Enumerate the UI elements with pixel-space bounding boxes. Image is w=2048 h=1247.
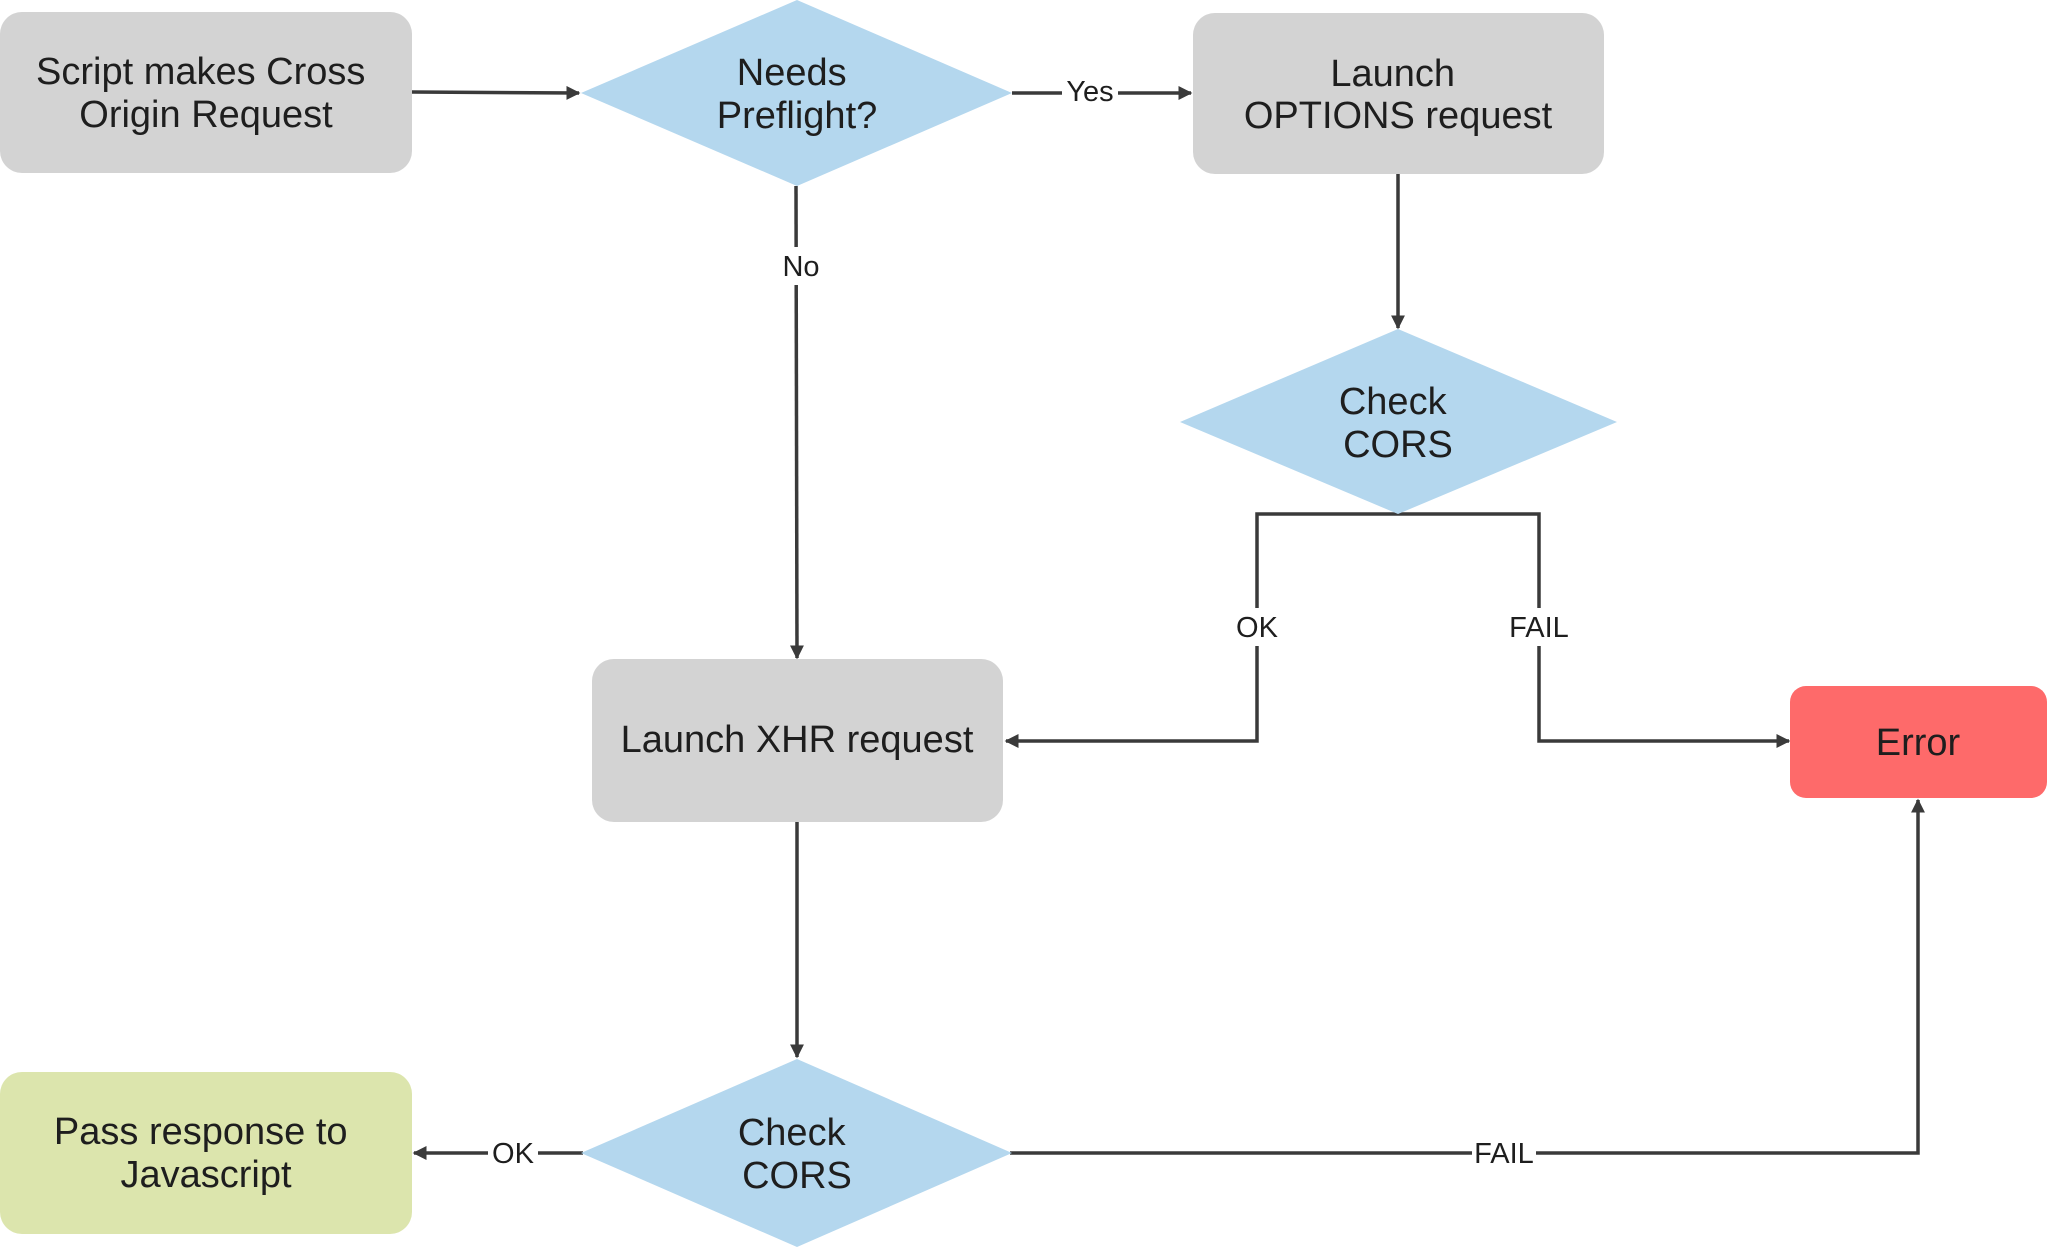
node-xhr-request: Launch XHR request: [592, 659, 1003, 822]
edge-label-yes-text: Yes: [1066, 76, 1113, 108]
check-cors-response-line-2: CORS: [742, 1155, 852, 1197]
needs-preflight-line-1: Needs: [737, 52, 847, 94]
edge-label-no: No: [777, 247, 825, 285]
needs-preflight-label: Needs Preflight?: [717, 52, 878, 137]
edge-label-response-ok: OK: [488, 1134, 538, 1172]
node-check-cors-preflight: Check CORS: [1180, 329, 1617, 514]
xhr-request-line-1: Launch XHR request: [621, 719, 974, 761]
needs-preflight-diamond: [581, 0, 1012, 186]
node-check-cors-response: Check CORS: [581, 1059, 1012, 1247]
check-cors-response-label: Check CORS: [738, 1112, 856, 1197]
edge-label-no-bg: [777, 247, 825, 285]
check-cors-response-line-1: Check: [738, 1112, 847, 1154]
options-request-label: Launch OPTIONS request: [1244, 53, 1553, 137]
node-needs-preflight: Needs Preflight?: [581, 0, 1012, 186]
node-error: Error: [1790, 686, 2047, 798]
pass-response-label: Pass response to Javascript: [54, 1111, 358, 1196]
pass-response-box: [0, 1072, 412, 1234]
check-cors-preflight-label: Check CORS: [1339, 381, 1457, 466]
edge-label-preflight-fail-text: FAIL: [1509, 612, 1569, 644]
edge-label-preflight-ok: OK: [1232, 608, 1282, 646]
options-request-box: [1193, 13, 1604, 174]
edge-label-response-ok-bg: [488, 1134, 538, 1172]
edge-label-preflight-fail: FAIL: [1507, 608, 1571, 646]
edge-start-to-preflight: [411, 85, 581, 100]
edge-check-ok: [1004, 512, 1398, 748]
start-label-line-1: Script makes Cross: [36, 51, 365, 93]
node-start: Script makes Cross Origin Request: [0, 12, 412, 173]
xhr-request-label: Launch XHR request: [621, 719, 974, 761]
options-request-line-1: Launch: [1330, 53, 1455, 95]
edge-label-preflight-ok-bg: [1232, 608, 1282, 646]
needs-preflight-line-2: Preflight?: [717, 95, 878, 137]
edge-label-response-fail: FAIL: [1472, 1134, 1536, 1172]
edge-response-fail: [1010, 798, 1925, 1155]
edge-label-no-text: No: [782, 251, 819, 283]
check-cors-preflight-line-2: CORS: [1343, 424, 1453, 466]
xhr-request-box: [592, 659, 1003, 822]
edge-label-preflight-ok-text: OK: [1236, 612, 1279, 644]
options-request-line-2: OPTIONS request: [1244, 95, 1553, 137]
edge-label-yes: Yes: [1062, 72, 1118, 110]
edge-label-response-fail-text: FAIL: [1474, 1138, 1534, 1170]
check-cors-preflight-diamond: [1180, 329, 1617, 514]
pass-response-line-1: Pass response to: [54, 1111, 348, 1153]
start-box: [0, 12, 412, 173]
error-label-line-1: Error: [1876, 722, 1961, 764]
node-options-request: Launch OPTIONS request: [1193, 13, 1604, 174]
pass-response-line-2: Javascript: [120, 1154, 291, 1196]
node-pass-response: Pass response to Javascript: [0, 1072, 412, 1234]
check-cors-response-diamond: [581, 1059, 1012, 1247]
start-label-line-2: Origin Request: [79, 94, 333, 136]
check-cors-preflight-line-1: Check: [1339, 381, 1448, 423]
edge-check-fail: [1398, 512, 1791, 748]
edge-label-preflight-fail-bg: [1507, 608, 1571, 646]
edge-label-response-fail-bg: [1472, 1134, 1536, 1172]
start-label: Script makes Cross Origin Request: [36, 51, 376, 136]
connectors: [411, 85, 1925, 1160]
error-label: Error: [1876, 722, 1961, 764]
edge-label-yes-bg: [1062, 72, 1118, 110]
error-box: [1790, 686, 2047, 798]
edge-label-response-ok-text: OK: [492, 1138, 535, 1170]
